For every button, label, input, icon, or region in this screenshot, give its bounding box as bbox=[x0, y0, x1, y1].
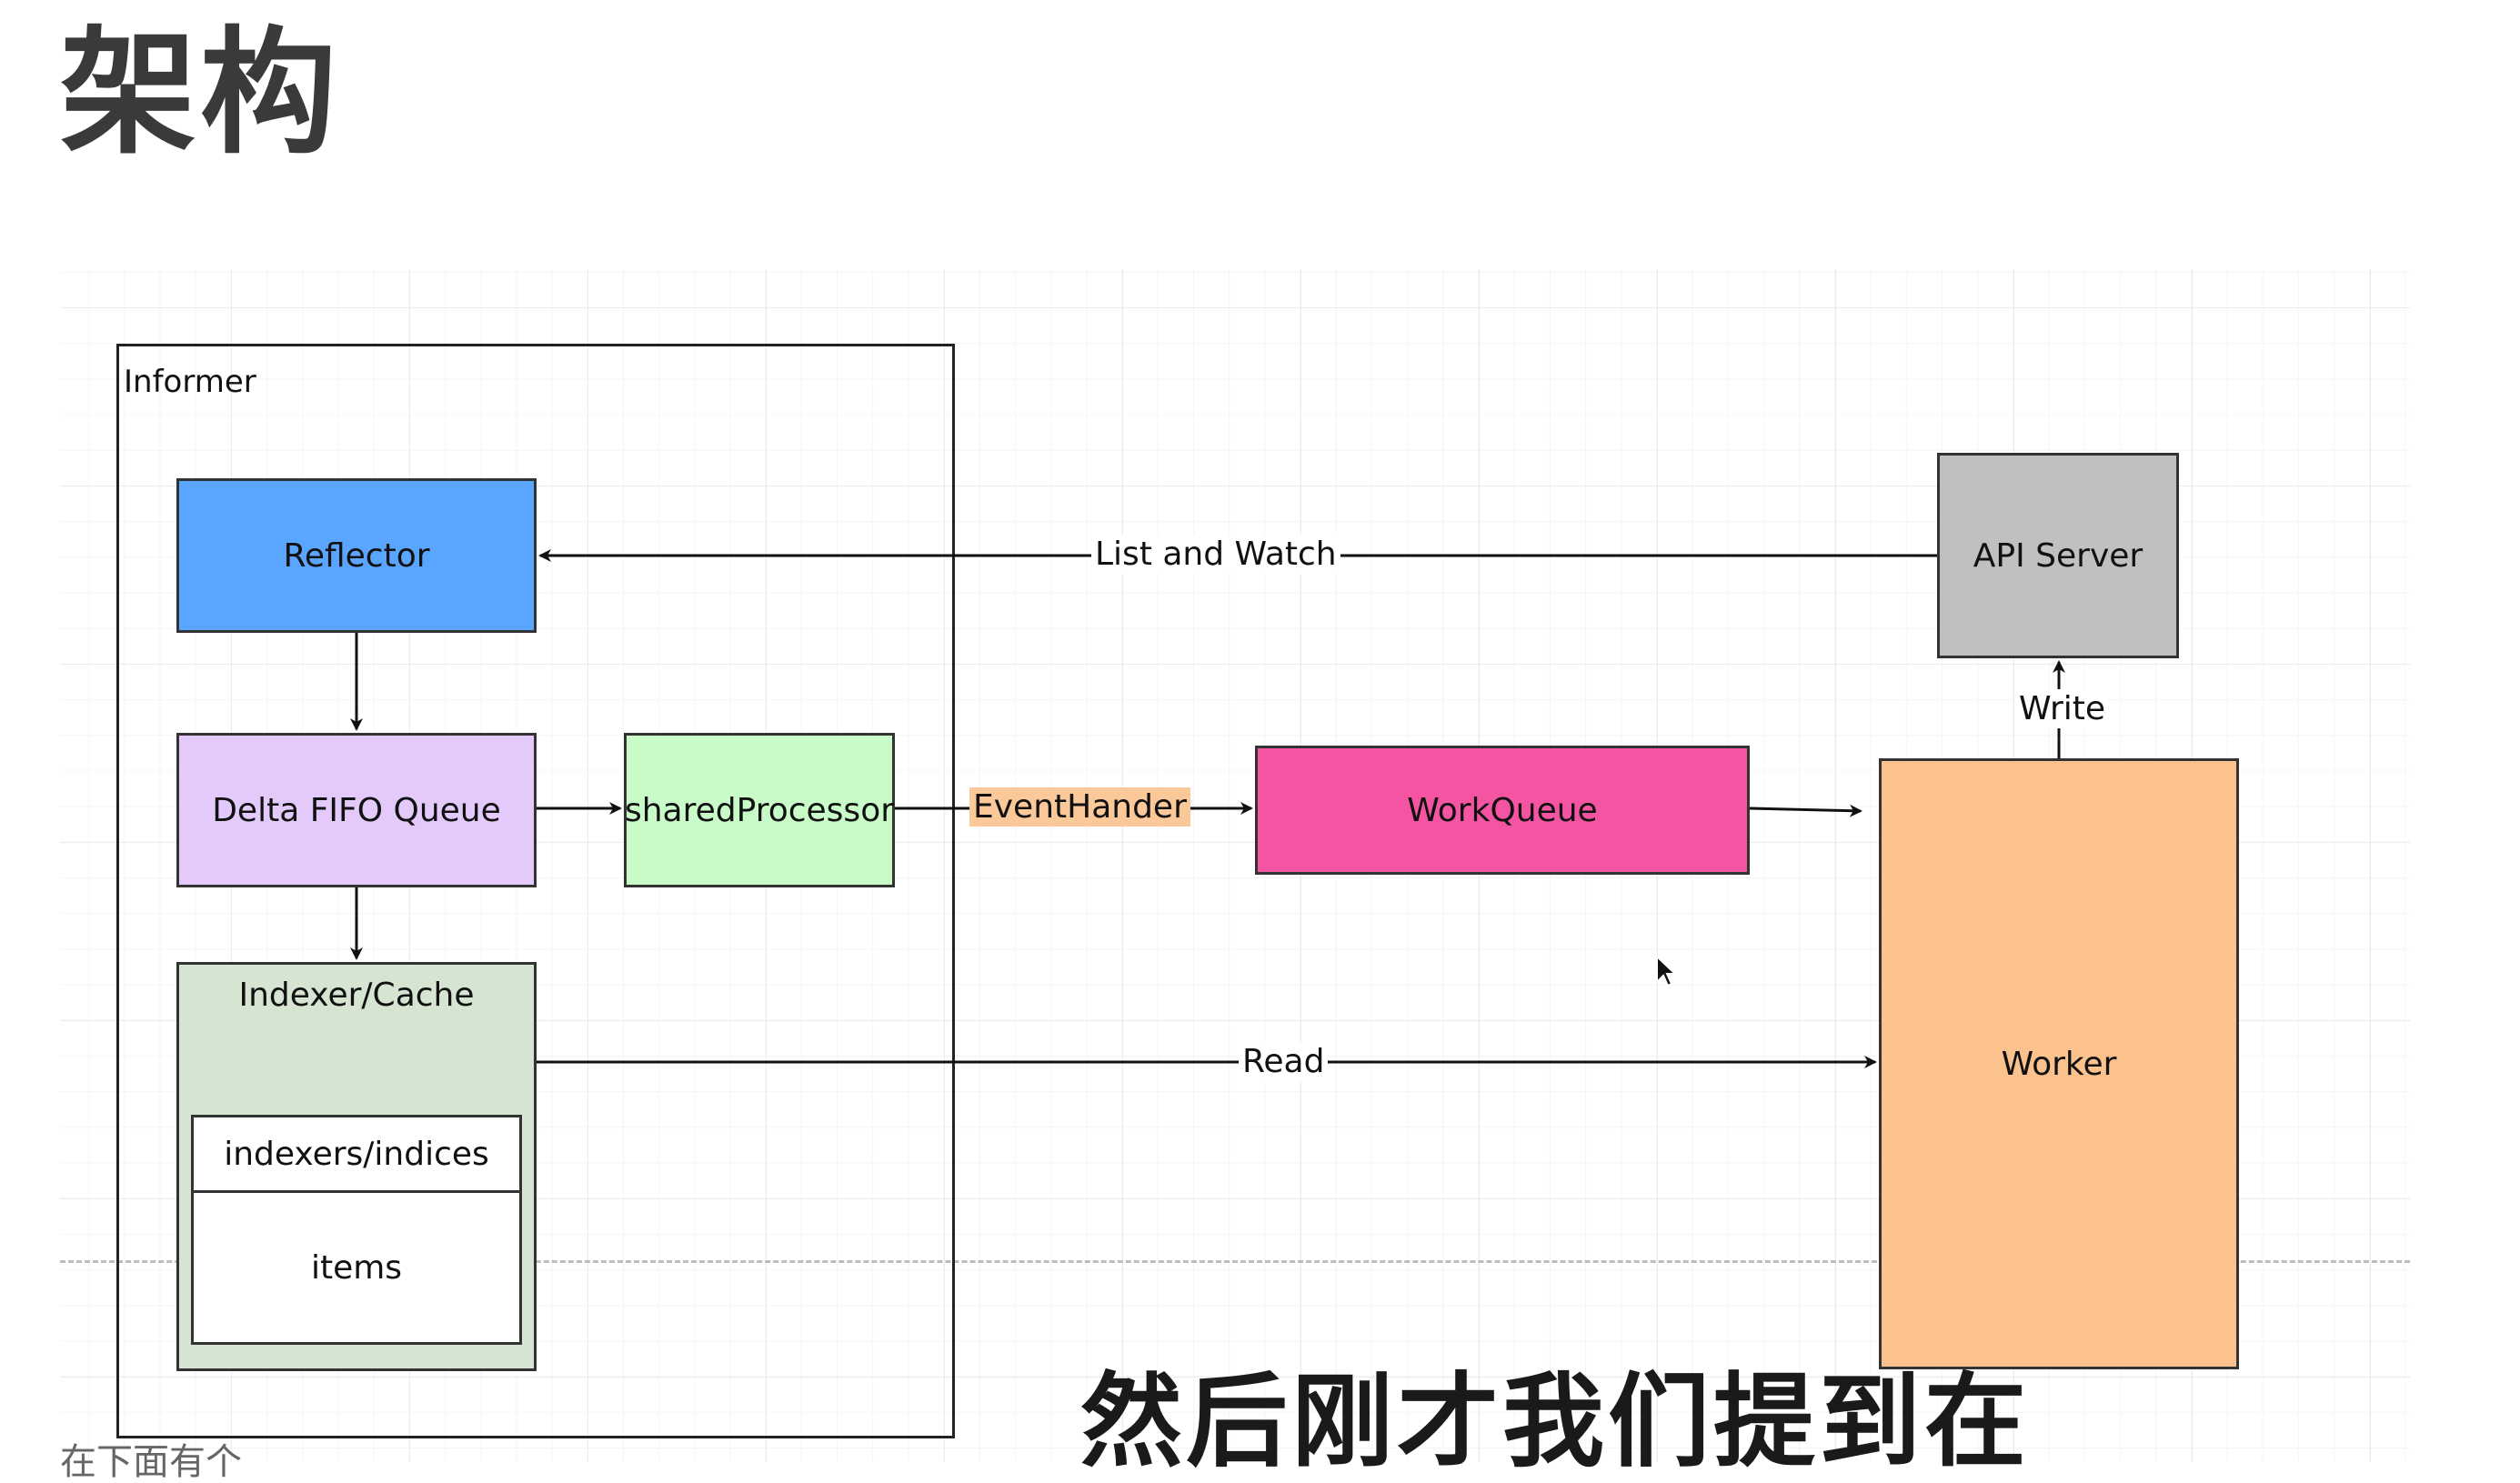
workqueue-node[interactable]: WorkQueue bbox=[1255, 746, 1750, 875]
list-watch-label: List and Watch bbox=[1091, 535, 1340, 575]
shared-processor-node[interactable]: sharedProcessor bbox=[624, 733, 895, 887]
informer-frame[interactable] bbox=[116, 344, 955, 1438]
indexer-cache-label: Indexer/Cache bbox=[238, 977, 475, 1014]
items-node[interactable]: items bbox=[191, 1190, 522, 1345]
edge-workqueue-worker bbox=[1749, 804, 1862, 817]
api-server-node[interactable]: API Server bbox=[1937, 453, 2179, 658]
reflector-node[interactable]: Reflector bbox=[176, 478, 537, 633]
informer-label: Informer bbox=[124, 364, 256, 400]
cut-off-caption: 在下面有个 bbox=[60, 1441, 242, 1483]
delta-fifo-queue-node[interactable]: Delta FIFO Queue bbox=[176, 733, 537, 887]
page-break-line bbox=[60, 1260, 2410, 1263]
read-label: Read bbox=[1239, 1042, 1329, 1082]
mouse-cursor-icon bbox=[1656, 955, 1678, 987]
video-subtitle: 然后刚才我们提到在 bbox=[1080, 1363, 2030, 1481]
write-label: Write bbox=[2015, 689, 2110, 729]
page-title: 架构 bbox=[60, 15, 341, 173]
worker-node[interactable]: Worker bbox=[1879, 758, 2239, 1369]
event-handler-label: EventHander bbox=[969, 787, 1190, 827]
